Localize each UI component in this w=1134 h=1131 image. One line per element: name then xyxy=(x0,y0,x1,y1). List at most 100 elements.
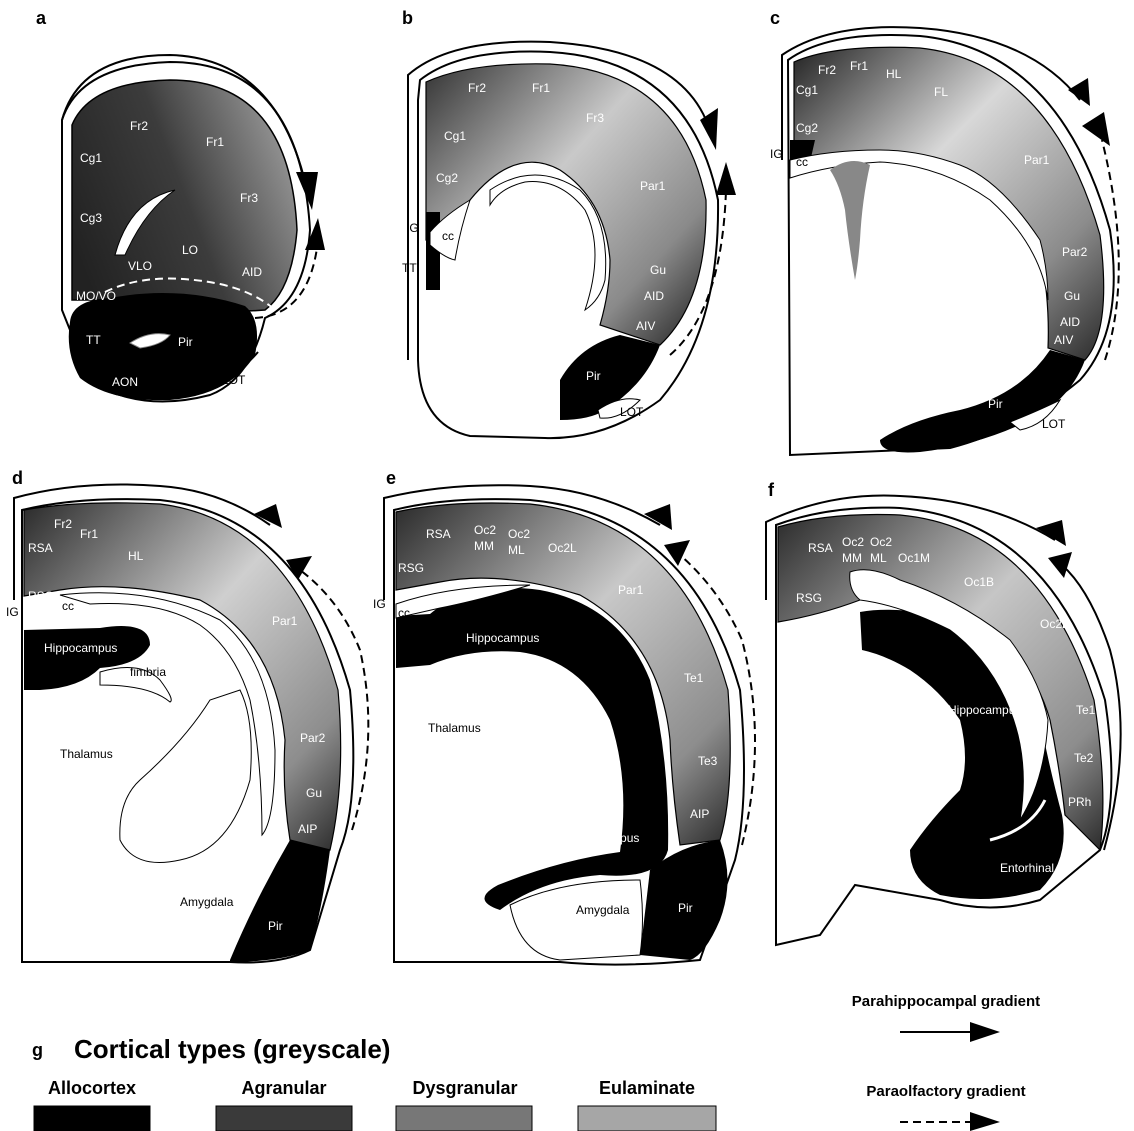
legend-swatch-agranular xyxy=(216,1106,352,1131)
panel-label-e: e xyxy=(386,468,396,488)
panel-d: d Fr2 Fr1 RSA HL RSG cc IG Par1 Hippocam… xyxy=(6,468,368,963)
region-label: MM xyxy=(842,551,862,565)
panel-f-arrowhead-solid xyxy=(1036,520,1066,546)
region-label: Oc2 xyxy=(870,535,892,549)
region-label: Fr1 xyxy=(850,59,868,73)
panel-b: b Fr2 Fr1 Fr3 Cg1 Cg2 Par1 IG cc TT Gu A… xyxy=(402,8,736,438)
panel-c: c Fr2 Fr1 HL Cg1 FL Cg2 IG cc Par1 Par2 … xyxy=(770,8,1119,455)
region-label: Hippocampus xyxy=(948,703,1021,717)
region-label: Cg1 xyxy=(796,83,818,97)
region-label: Par1 xyxy=(640,179,666,193)
region-label: Fr3 xyxy=(240,191,258,205)
region-label: Pir xyxy=(178,335,193,349)
region-label: Te2 xyxy=(1074,751,1094,765)
legend-paraolfactory-label: Paraolfactory gradient xyxy=(866,1083,1025,1100)
region-label: RSG xyxy=(398,561,424,575)
region-label: Oc2L xyxy=(548,541,577,555)
region-label: cc xyxy=(62,599,74,613)
legend: g Cortical types (greyscale) Allocortex … xyxy=(32,993,1040,1131)
region-label: ML xyxy=(870,551,887,565)
region-label: Pir xyxy=(678,901,693,915)
region-label: TT xyxy=(402,261,417,275)
region-label: AIV xyxy=(636,319,655,333)
region-label: AIP xyxy=(690,807,709,821)
region-label: Te1 xyxy=(684,671,704,685)
region-label: Par2 xyxy=(300,731,326,745)
region-label: Par1 xyxy=(1024,153,1050,167)
legend-type-label: Allocortex xyxy=(48,1078,136,1098)
region-label: Amygdala xyxy=(576,903,630,917)
region-label: Thalamus xyxy=(60,747,113,761)
region-label: IG xyxy=(770,147,783,161)
region-label: Cg2 xyxy=(796,121,818,135)
legend-type-label: Dysgranular xyxy=(412,1078,517,1098)
region-label: Fr2 xyxy=(54,517,72,531)
region-label: LOT xyxy=(620,405,644,419)
legend-title: Cortical types (greyscale) xyxy=(74,1034,390,1064)
region-label: Thalamus xyxy=(428,721,481,735)
region-label: HL xyxy=(128,549,144,563)
region-label: Fr1 xyxy=(532,81,550,95)
region-label: cc xyxy=(442,229,454,243)
region-label: Te1 xyxy=(1076,703,1096,717)
region-label: Te3 xyxy=(698,754,718,768)
region-label: Oc2 xyxy=(474,523,496,537)
panel-label-c: c xyxy=(770,8,780,28)
region-label: Par1 xyxy=(272,614,298,628)
region-label: IG xyxy=(6,605,19,619)
legend-swatch-dysgranular xyxy=(396,1106,532,1131)
region-label: Fr3 xyxy=(586,111,604,125)
region-label: Pir xyxy=(988,397,1003,411)
region-label: Hippocampus xyxy=(566,831,639,845)
region-label: Gu xyxy=(650,263,666,277)
region-label: RSA xyxy=(808,541,833,555)
region-label: LOT xyxy=(1042,417,1066,431)
panel-a: a Fr2 Fr1 Cg1 Fr3 Cg3 LO VLO AID MO/VO T… xyxy=(36,8,325,402)
region-label: Cg1 xyxy=(444,129,466,143)
legend-parahippocampal-label: Parahippocampal gradient xyxy=(852,993,1040,1010)
region-label: Fr2 xyxy=(468,81,486,95)
region-label: Pir xyxy=(586,369,601,383)
region-label: HL xyxy=(886,67,902,81)
panel-c-arrowhead-solid xyxy=(1068,78,1090,106)
region-label: LO xyxy=(182,243,198,257)
region-label: FL xyxy=(934,85,948,99)
region-label: Oc1M xyxy=(898,551,930,565)
region-label: Entorhinal xyxy=(1000,861,1054,875)
region-label: MO/VO xyxy=(76,289,116,303)
legend-type-label: Eulaminate xyxy=(599,1078,695,1098)
panel-label-d: d xyxy=(12,468,23,488)
region-label: AID xyxy=(1060,315,1080,329)
region-label: IG xyxy=(373,597,386,611)
region-label: VLO xyxy=(128,259,152,273)
region-label: Hippocampus xyxy=(466,631,539,645)
legend-dashed-arrowhead xyxy=(970,1112,1000,1131)
panel-f-arrowhead-upper xyxy=(1048,552,1072,578)
region-label: MM xyxy=(474,539,494,553)
panel-c-arrowhead-dashed xyxy=(1082,112,1110,146)
region-label: Cg1 xyxy=(80,151,102,165)
region-label: Pir xyxy=(268,919,283,933)
region-label: Fr1 xyxy=(206,135,224,149)
region-label: IG xyxy=(406,221,419,235)
region-label: LOT xyxy=(222,373,246,387)
region-label: Cg2 xyxy=(436,171,458,185)
legend-type-label: Agranular xyxy=(241,1078,326,1098)
region-label: AON xyxy=(112,375,138,389)
region-label: RSA xyxy=(28,541,53,555)
region-label: RSA xyxy=(426,527,451,541)
region-label: AID xyxy=(242,265,262,279)
region-label: fimbria xyxy=(130,665,166,679)
region-label: Hippocampus xyxy=(44,641,117,655)
region-label: PRh xyxy=(1068,795,1091,809)
region-label: TT xyxy=(86,333,101,347)
region-label: Gu xyxy=(306,786,322,800)
region-label: Fr2 xyxy=(130,119,148,133)
region-label: AID xyxy=(644,289,664,303)
panel-label-b: b xyxy=(402,8,413,28)
panel-label-f: f xyxy=(768,480,775,500)
region-label: Fr2 xyxy=(818,63,836,77)
region-label: Oc2L xyxy=(1040,617,1069,631)
region-label: Oc2 xyxy=(842,535,864,549)
